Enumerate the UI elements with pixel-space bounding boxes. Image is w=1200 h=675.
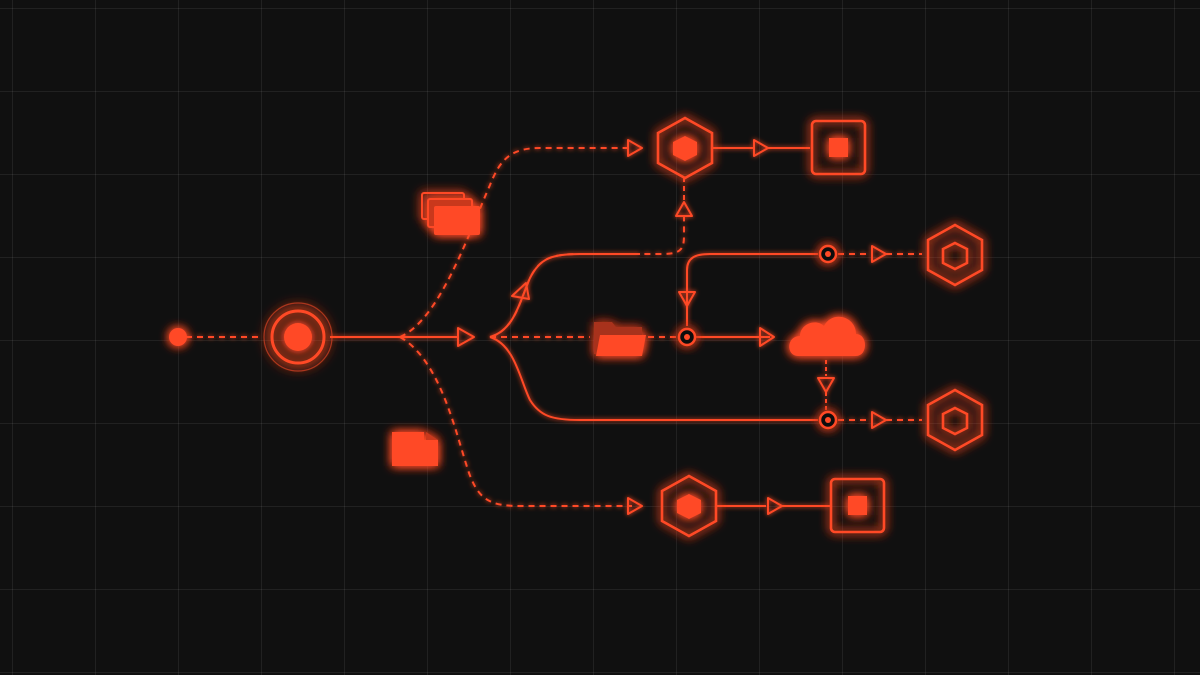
connector-mid-upper	[686, 253, 818, 326]
cloud-icon[interactable]	[789, 316, 865, 356]
right-lower-hexagon-outline-icon[interactable]	[926, 388, 984, 452]
arrow-upper-curve	[511, 282, 530, 300]
arrow-down-mid-node	[678, 291, 696, 307]
top-hexagon-node-icon[interactable]	[656, 116, 714, 180]
right-upper-hexagon-outline-icon[interactable]	[926, 223, 984, 287]
connector-split2-lower	[489, 336, 818, 421]
junction-node-icon[interactable]	[677, 327, 697, 347]
stacked-folders-icon[interactable]	[421, 192, 480, 235]
bottom-hexagon-node-icon[interactable]	[660, 474, 718, 538]
arrow-to-bottom-hex	[627, 497, 643, 515]
open-folder-icon[interactable]	[594, 322, 646, 356]
arrow-upper-right	[871, 245, 887, 263]
connector-split-top	[399, 147, 632, 338]
arrow-to-top-hex	[627, 139, 643, 157]
connector-split2-upper	[489, 212, 685, 338]
arrow-to-cloud	[759, 327, 775, 347]
arrow-up-top-hex	[675, 201, 693, 217]
junction-lower-icon[interactable]	[818, 410, 838, 430]
junction-upper-icon[interactable]	[818, 244, 838, 264]
arrow-cloud-down	[817, 377, 835, 393]
bottom-square-node-icon[interactable]	[829, 477, 886, 534]
hub-target-node-icon[interactable]	[263, 302, 333, 372]
file-icon[interactable]	[392, 432, 438, 466]
arrow-bottom-hex-square	[767, 497, 783, 515]
arrow-lower-right	[871, 411, 887, 429]
connector-split2-upper-solid	[489, 253, 640, 338]
arrow-split2	[457, 327, 475, 347]
arrow-top-hex-square	[753, 139, 769, 157]
top-square-node-icon[interactable]	[810, 119, 867, 176]
connector-split-bottom	[399, 336, 632, 507]
source-dot-icon[interactable]	[169, 328, 187, 346]
